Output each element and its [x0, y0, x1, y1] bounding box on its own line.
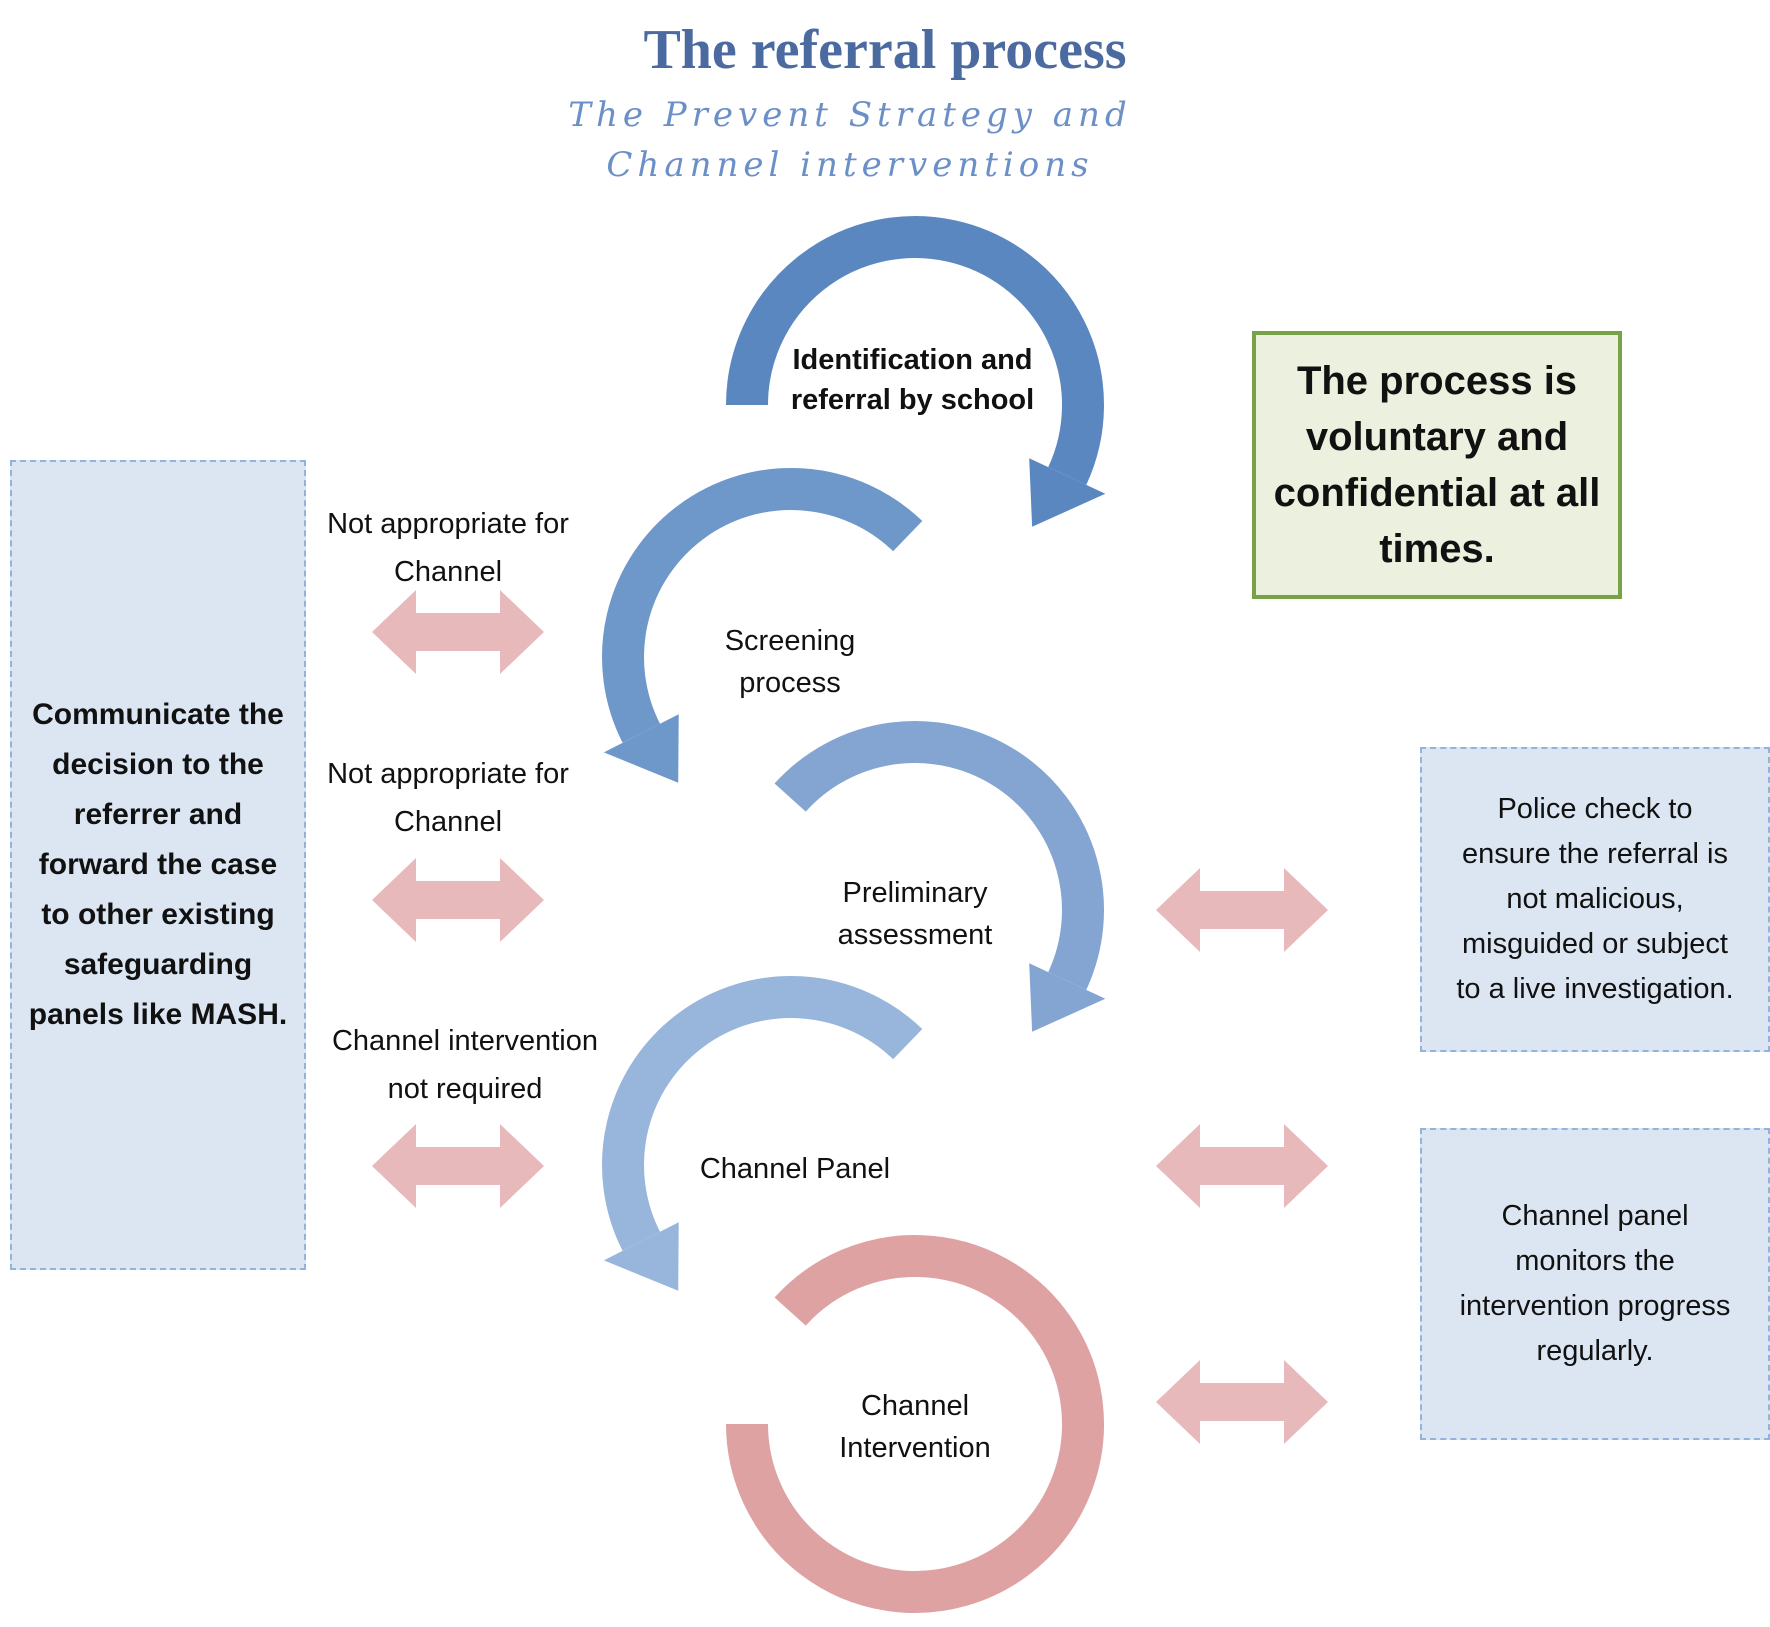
exit-label-assessment: Not appropriate for Channel: [327, 758, 569, 838]
exit-label-panel: Channel intervention not required: [331, 1025, 598, 1105]
police-check-panel-text: Police check to ensure the referral is n…: [1456, 793, 1734, 1005]
cycle-arrows: [602, 216, 1106, 1613]
left-info-panel: Communicate the decision to the referrer…: [10, 460, 306, 1270]
police-check-panel: Police check to ensure the referral is n…: [1420, 747, 1770, 1052]
exit-label-screening: Not appropriate for Channel: [327, 508, 569, 588]
connector-arrow-assessment: [372, 858, 544, 942]
step-preliminary-assessment-label: Preliminary assessment: [837, 877, 993, 951]
step-channel-intervention-label: Channel Intervention: [839, 1390, 991, 1464]
left-info-panel-text: Communicate the decision to the referrer…: [28, 698, 288, 1031]
cycle-arrow-channel-intervention: [726, 1235, 1104, 1613]
step-identification-label: Identification and referral by school: [790, 344, 1035, 416]
cycle-arrow-identification: [726, 216, 1106, 527]
step-channel-panel-label: Channel Panel: [699, 1153, 891, 1185]
voluntary-note-box: The process is voluntary and confidentia…: [1252, 331, 1622, 599]
step-screening-label: Screening process: [724, 625, 856, 699]
monitoring-panel: Channel panel monitors the intervention …: [1420, 1128, 1770, 1440]
cycle-arrow-channel-panel: [602, 976, 923, 1291]
page-title: The referral process: [643, 19, 1127, 81]
connector-arrows: [372, 590, 1328, 1444]
cycle-arrow-screening: [602, 468, 923, 783]
page-subtitle: The Prevent Strategy and Channel interve…: [568, 95, 1132, 185]
connector-arrow-panel: [372, 1124, 544, 1208]
connector-arrow-monitoring-1: [1156, 1124, 1328, 1208]
connector-arrow-police-check: [1156, 868, 1328, 952]
cycle-arrow-preliminary-assessment: [774, 721, 1106, 1032]
monitoring-panel-text: Channel panel monitors the intervention …: [1459, 1200, 1731, 1367]
voluntary-note-text: The process is voluntary and confidentia…: [1273, 359, 1601, 571]
connector-arrow-screening: [372, 590, 544, 674]
connector-arrow-monitoring-2: [1156, 1360, 1328, 1444]
